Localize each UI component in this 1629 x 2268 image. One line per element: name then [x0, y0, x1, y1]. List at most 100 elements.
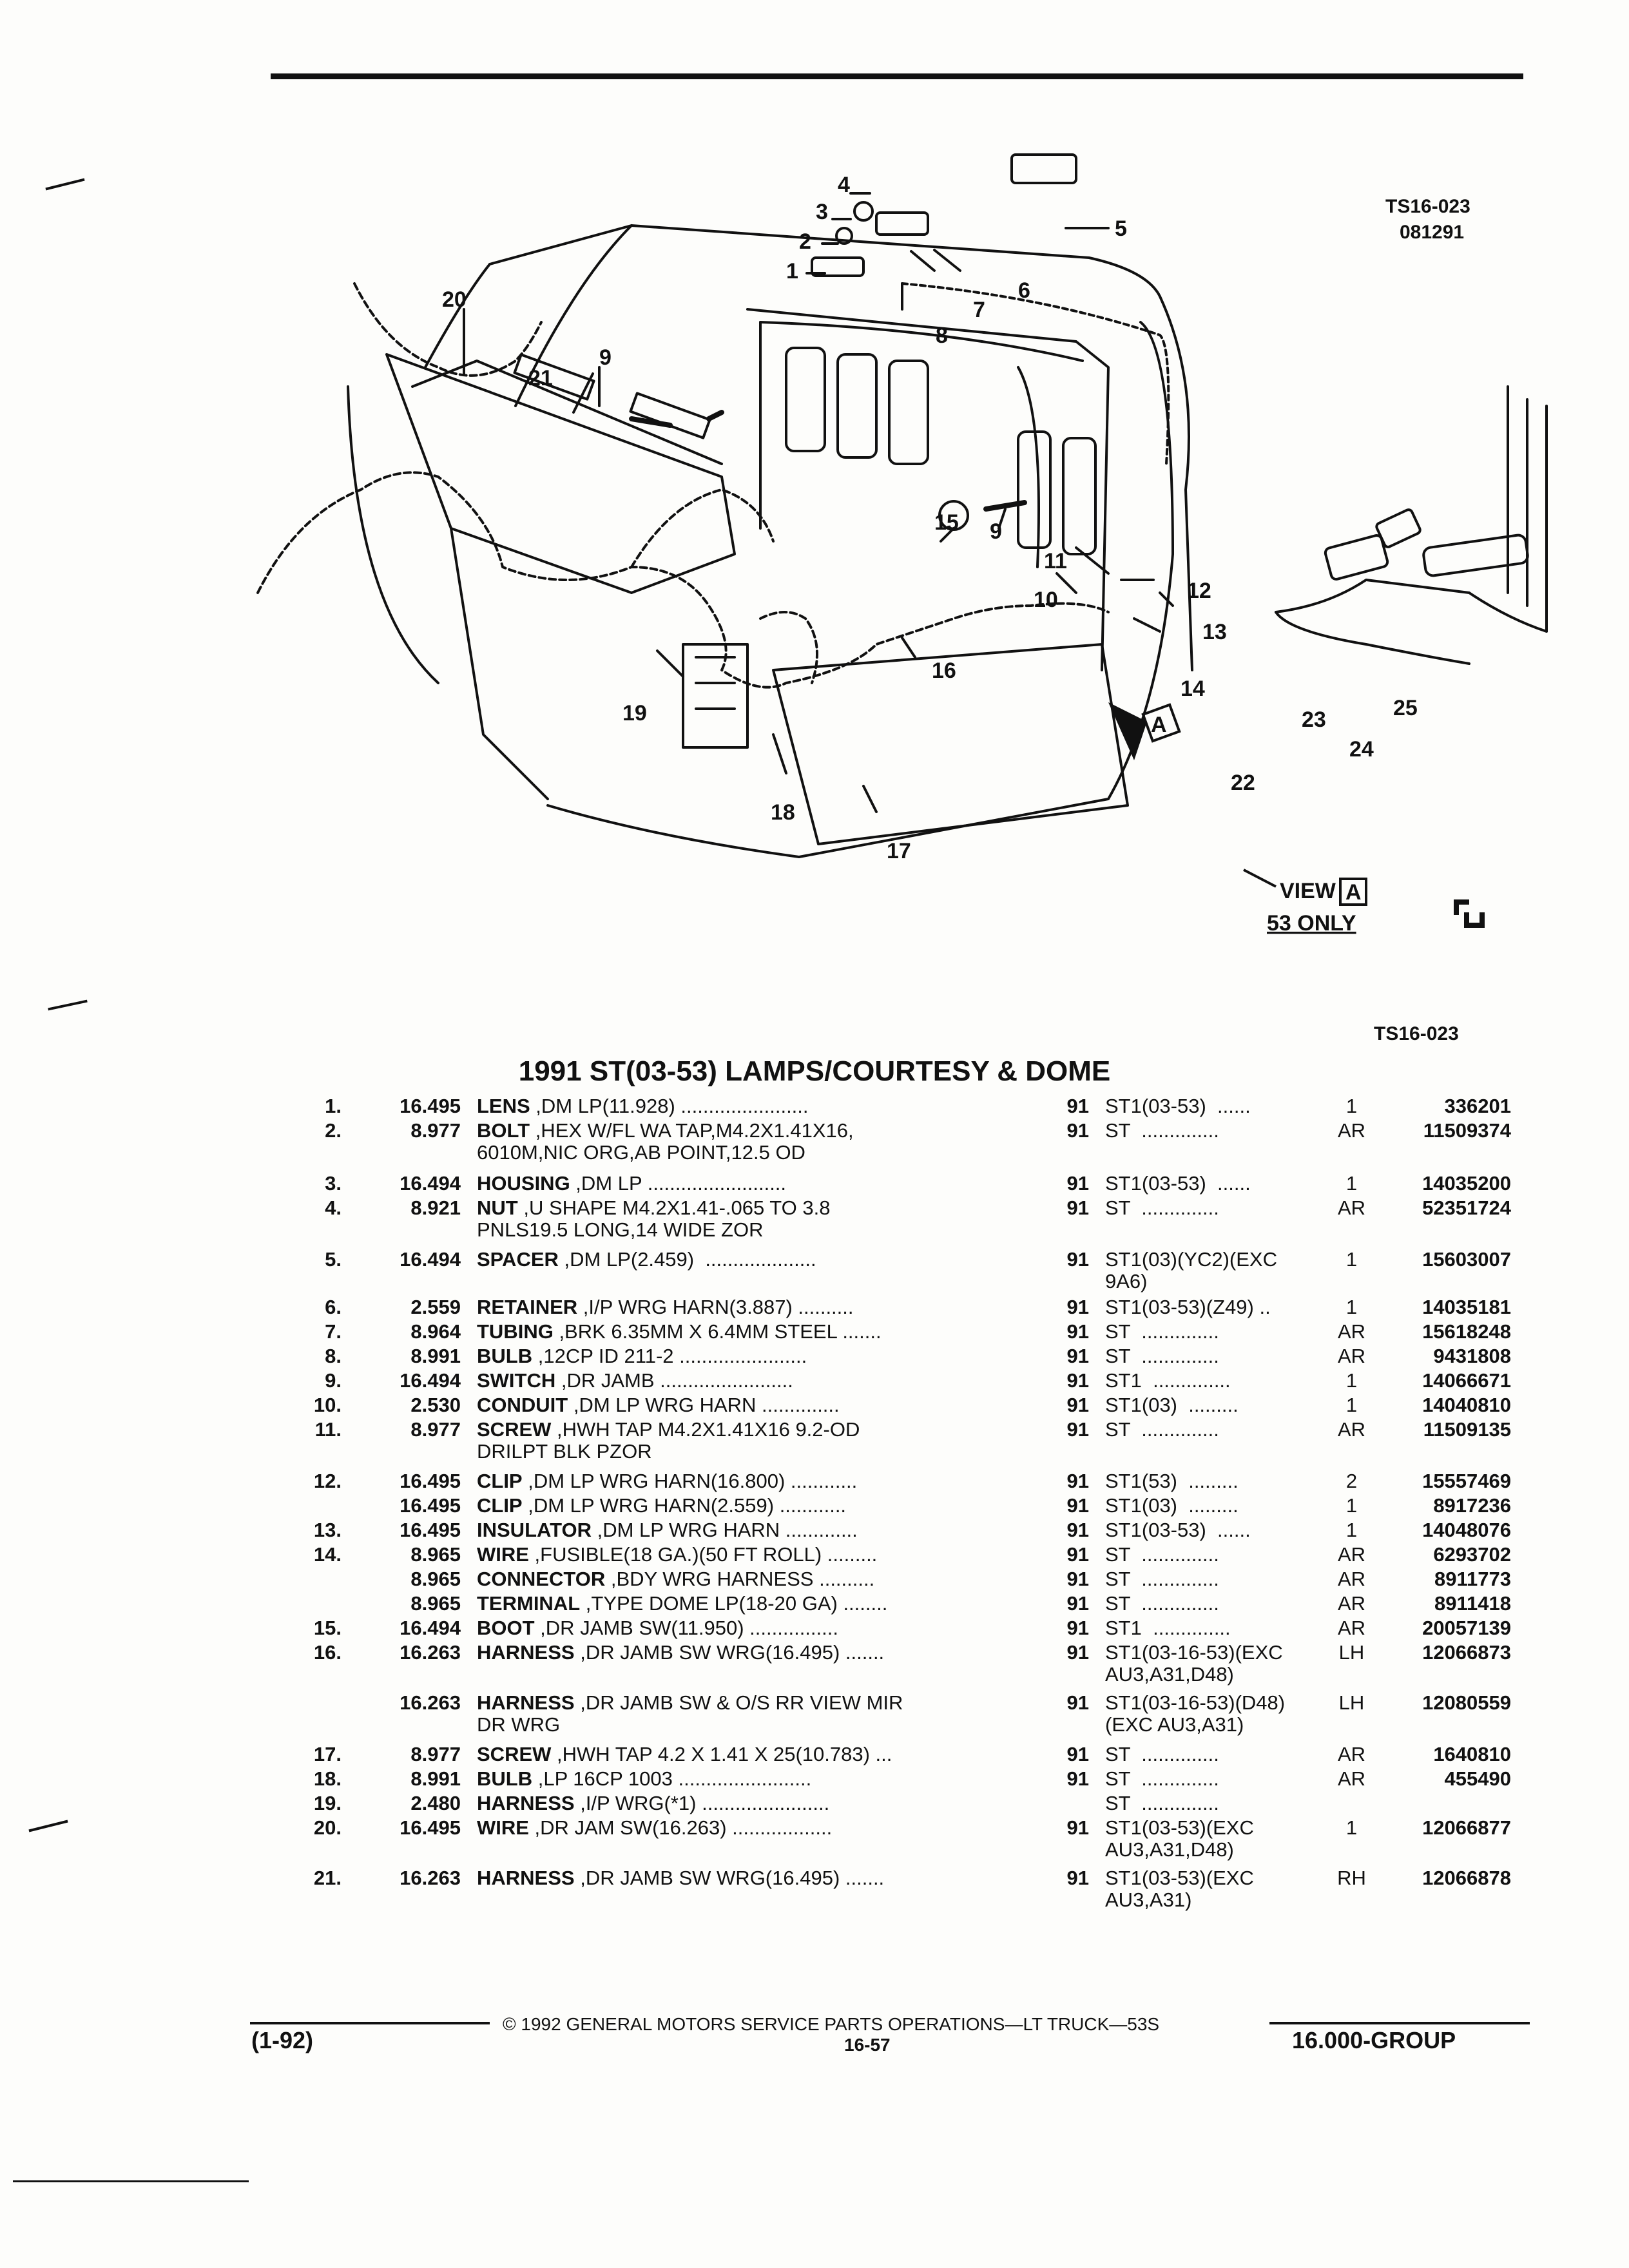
callout-label: 9	[599, 345, 612, 370]
door-frame	[798, 321, 1174, 858]
part-name: BULB	[477, 1768, 533, 1790]
quantity: AR	[1337, 1418, 1366, 1441]
table-row: 12. 16.495 CLIP ,DM LP WRG HARN(16.800) ..…	[0, 1470, 1629, 1522]
callout-label: 5	[1115, 216, 1127, 241]
model-code: ST1(03-16-53)(D48) (EXC AU3,A31)	[1105, 1691, 1286, 1736]
quantity: AR	[1337, 1568, 1366, 1590]
lens-part	[811, 256, 865, 277]
table-row: 14. 8.965 WIRE ,FUSIBLE(18 GA.)(50 FT ROLL…	[0, 1544, 1629, 1595]
part-description: BULB ,12CP ID 211-2 ....................…	[477, 1345, 1012, 1367]
item-number: 12.	[313, 1470, 342, 1492]
part-detail: ,DM LP .........................	[570, 1173, 787, 1195]
model-year: 91	[1066, 1494, 1089, 1517]
model-year: 91	[1066, 1119, 1089, 1142]
part-name: SCREW	[477, 1744, 552, 1765]
part-number: 8917236	[1433, 1494, 1511, 1517]
item-number: 13.	[313, 1519, 342, 1541]
model-year: 91	[1066, 1592, 1089, 1615]
group-number: 8.921	[410, 1196, 461, 1219]
part-description: TERMINAL ,TYPE DOME LP(18-20 GA) .......…	[477, 1593, 1012, 1615]
quantity: 1	[1345, 1369, 1358, 1392]
model-year: 91	[1066, 1568, 1089, 1590]
margin-mark	[48, 999, 88, 1011]
footer-rule-right	[1269, 2022, 1530, 2024]
group-number: 2.480	[410, 1792, 461, 1814]
callout-label: 9	[990, 519, 1002, 544]
callout-label: 16	[932, 658, 956, 683]
model-code: ST1(03) .........	[1105, 1494, 1239, 1517]
model-year: 91	[1066, 1394, 1089, 1416]
part-name: CLIP	[477, 1495, 523, 1517]
top-rule	[271, 73, 1523, 79]
part-description: WIRE ,FUSIBLE(18 GA.)(50 FT ROLL) ......…	[477, 1544, 1012, 1566]
date-code: (1-92)	[251, 2027, 314, 2053]
part-detail: ,DM LP(11.928) .......................	[530, 1095, 809, 1117]
callout-label: 20	[442, 287, 467, 312]
quantity: AR	[1337, 1767, 1366, 1790]
model-code: ST1 ..............	[1105, 1369, 1231, 1392]
part-number: 8911773	[1434, 1568, 1511, 1590]
model-code: ST ..............	[1105, 1568, 1219, 1590]
part-detail: ,I/P WRG(*1) .......................	[574, 1792, 830, 1814]
quantity: 1	[1345, 1519, 1358, 1541]
group-number: 16.263	[400, 1641, 461, 1664]
group-number: 16.494	[400, 1172, 461, 1195]
view-label: VIEW	[1280, 879, 1336, 903]
callout-label: 13	[1202, 620, 1227, 644]
part-name: BOLT	[477, 1120, 530, 1142]
group-number: 16.495	[400, 1470, 461, 1492]
model-year: 91	[1066, 1248, 1089, 1271]
model-year: 91	[1066, 1867, 1089, 1889]
windshield-pillar	[424, 263, 491, 369]
part-name: INSULATOR	[477, 1519, 592, 1541]
model-code: ST ..............	[1105, 1543, 1219, 1566]
part-number: 336201	[1444, 1095, 1511, 1117]
part-number: 14035181	[1422, 1296, 1511, 1318]
diagram-code: TS16-023	[1385, 196, 1470, 217]
part-description: CONNECTOR ,BDY WRG HARNESS ..........	[477, 1568, 1012, 1590]
bottom-margin-rule	[13, 2180, 249, 2182]
part-description: BOLT ,HEX W/FL WA TAP,M4.2X1.41X16, 6010…	[477, 1120, 1012, 1164]
quantity: 1	[1345, 1248, 1358, 1271]
part-description: CLIP ,DM LP WRG HARN(16.800) ...........…	[477, 1470, 1012, 1492]
item-number: 4.	[325, 1196, 342, 1219]
part-number: 12066877	[1422, 1816, 1511, 1839]
part-name: RETAINER	[477, 1296, 578, 1318]
part-description: WIRE ,DR JAM SW(16.263) ................…	[477, 1817, 1012, 1839]
console-module	[682, 643, 749, 749]
part-name: HARNESS	[477, 1867, 575, 1889]
group-number: 8.977	[410, 1418, 461, 1441]
group-number: 16.263	[400, 1867, 461, 1889]
quantity: AR	[1337, 1617, 1366, 1639]
quantity: AR	[1337, 1320, 1366, 1343]
item-number: 14.	[313, 1543, 342, 1566]
part-detail: ,DR JAM SW(16.263) ..................	[528, 1817, 833, 1839]
part-name: CLIP	[477, 1470, 523, 1492]
part-name: CONDUIT	[477, 1394, 568, 1416]
part-detail: ,DR JAMB ........................	[555, 1370, 793, 1392]
group-number: 8.977	[410, 1743, 461, 1765]
model-year: 91	[1066, 1743, 1089, 1765]
model-code: ST1(03) .........	[1105, 1394, 1239, 1416]
group-number: 16.494	[400, 1617, 461, 1639]
part-number: 12080559	[1422, 1691, 1511, 1714]
model-code: ST ..............	[1105, 1792, 1219, 1814]
dashboard	[385, 353, 736, 594]
group-number: 8.965	[410, 1568, 461, 1590]
model-year: 91	[1066, 1345, 1089, 1367]
part-number: 9431808	[1433, 1345, 1511, 1367]
model-code: ST1(03-53)(EXC AU3,A31,D48)	[1105, 1816, 1254, 1861]
part-number: 15557469	[1422, 1470, 1511, 1492]
view-arrow-icon	[1108, 702, 1147, 760]
part-number: 52351724	[1422, 1196, 1511, 1219]
wiring-harness	[256, 471, 1110, 689]
item-number: 21.	[313, 1867, 342, 1889]
group-number: 16.494	[400, 1248, 461, 1271]
